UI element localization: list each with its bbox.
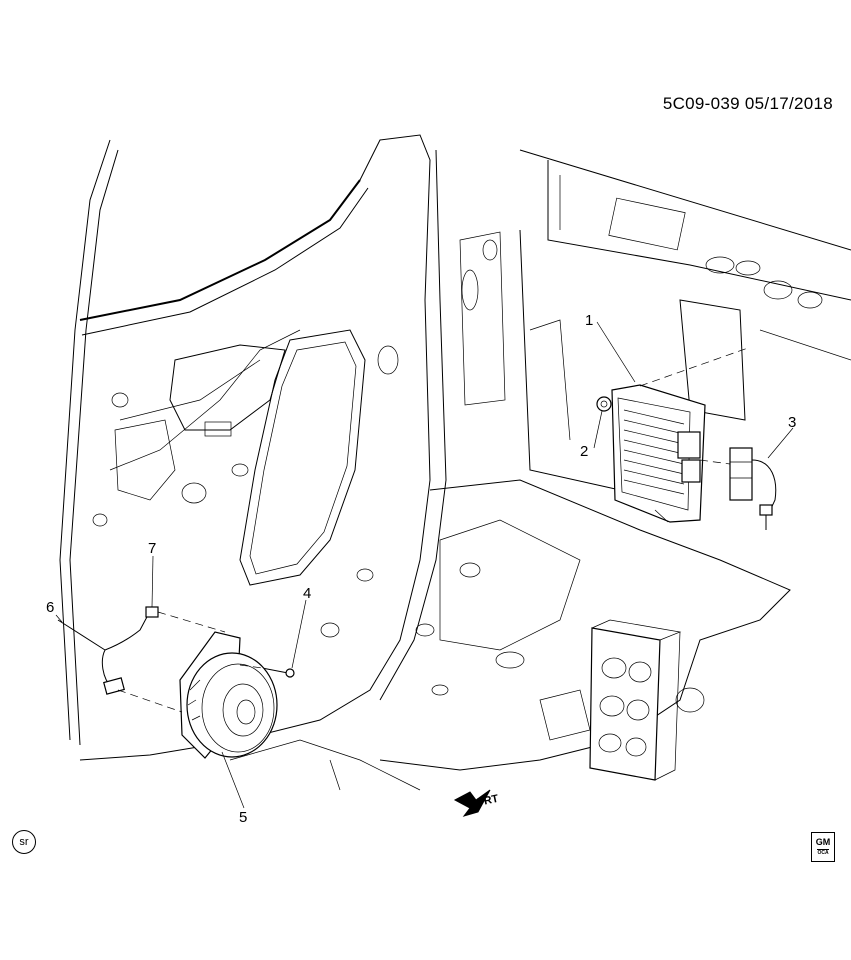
callout-4: 4 <box>303 585 311 602</box>
document-id: 5C09-039 05/17/2018 <box>662 94 833 113</box>
clip <box>145 606 159 618</box>
front-direction-arrow: FRT <box>453 789 500 817</box>
amplifier-module <box>611 384 706 523</box>
callout-2: 2 <box>580 443 588 460</box>
callout-7: 7 <box>148 540 156 557</box>
gm-logo-text: GM <box>815 837 831 847</box>
wiring-harness <box>729 447 777 530</box>
sr-badge: sr <box>12 830 36 854</box>
floor-bracket <box>589 619 705 781</box>
speaker <box>179 631 278 759</box>
speaker-harness <box>57 614 149 695</box>
gm-logo-subtext: OCA <box>817 849 829 856</box>
callout-1: 1 <box>585 312 593 329</box>
frt-label: FRT <box>476 793 500 809</box>
callout-6: 6 <box>46 599 54 616</box>
callout-5: 5 <box>239 809 247 826</box>
rear-cab-wall <box>459 149 851 491</box>
door-inner-panel <box>92 329 399 638</box>
callout-3: 3 <box>788 414 796 431</box>
cab-floor <box>229 479 791 791</box>
screw <box>261 667 295 678</box>
gm-logo: GM OCA <box>811 832 835 862</box>
installation-guide-lines <box>117 347 749 713</box>
nut <box>596 396 612 412</box>
callout-leaders <box>55 321 794 809</box>
door-frame-outline <box>59 134 447 761</box>
